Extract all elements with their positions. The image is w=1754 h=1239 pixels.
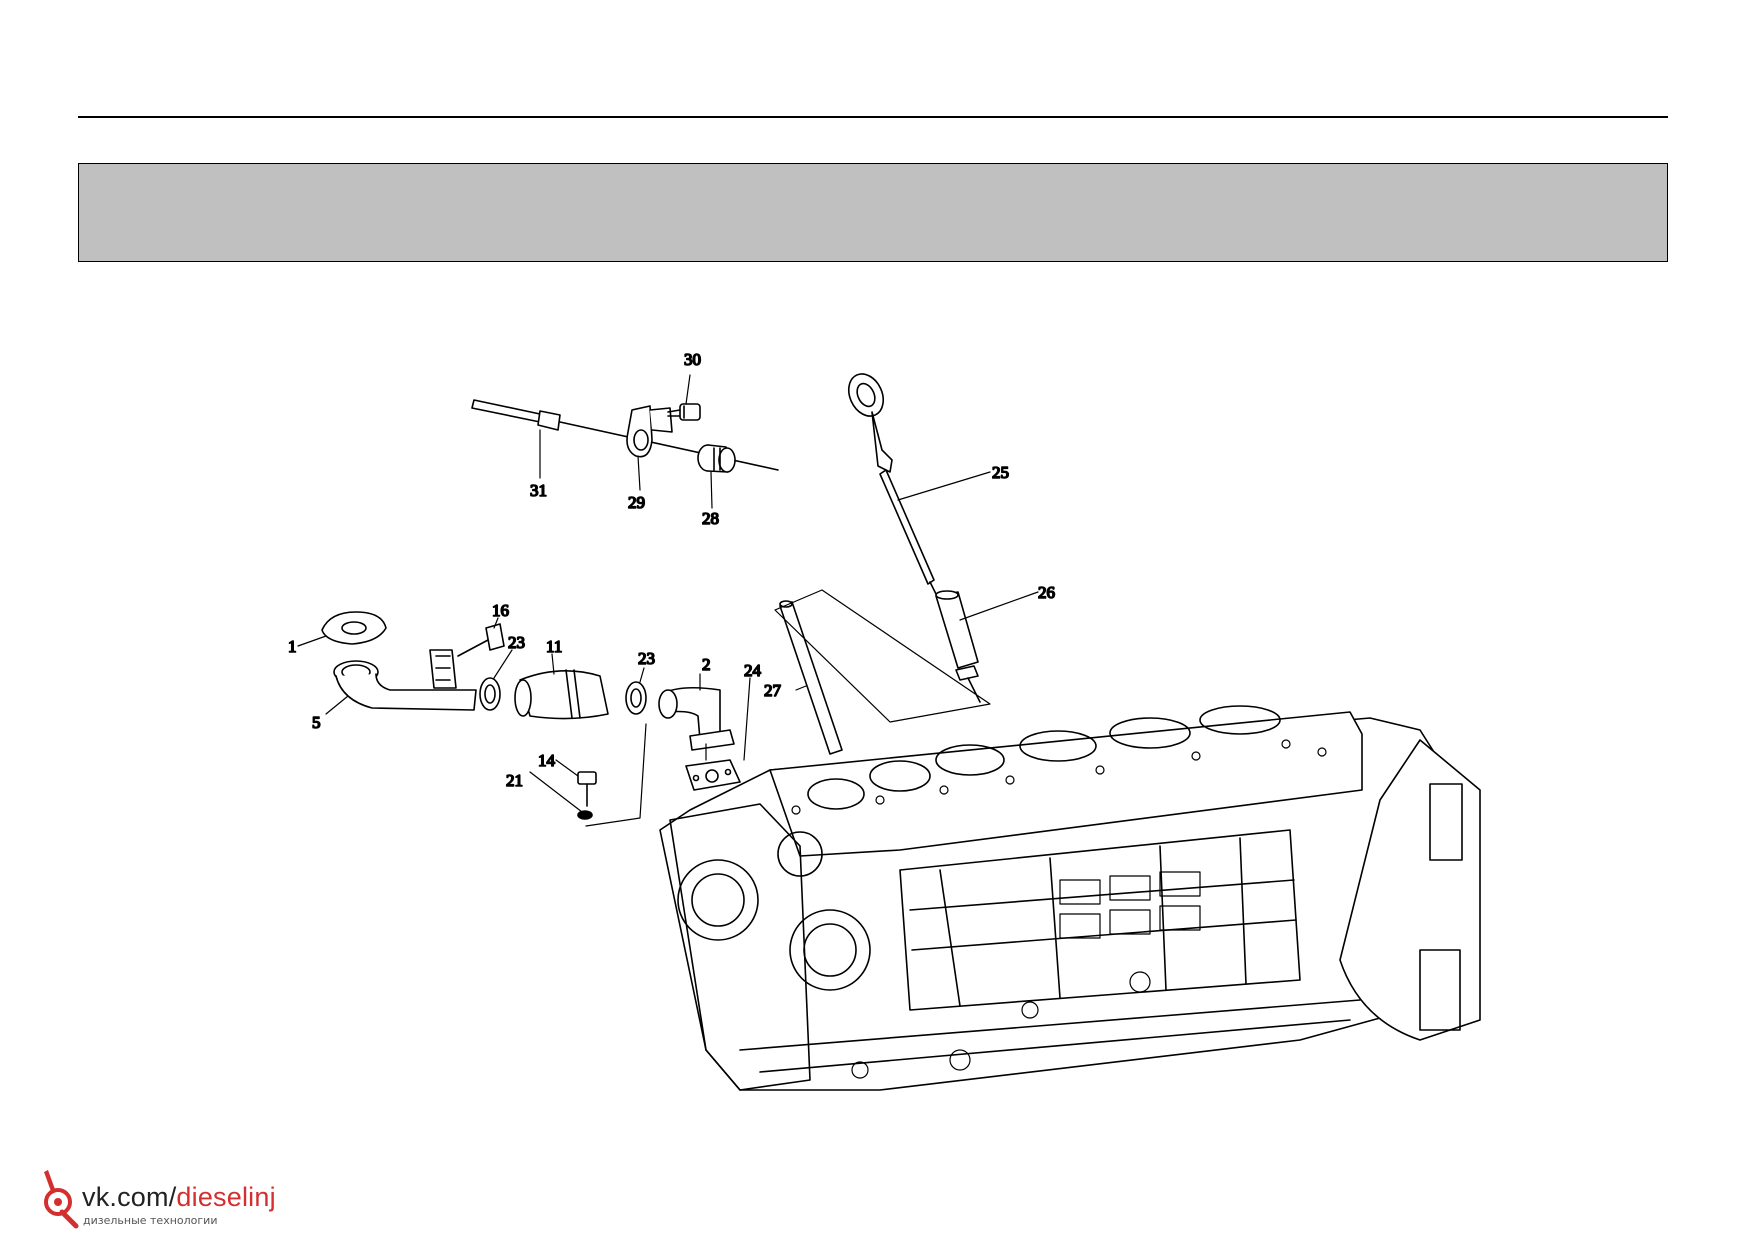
callout-label: 23 <box>638 649 655 668</box>
part-23b-clamp <box>625 681 647 715</box>
part-1-cap <box>321 611 387 645</box>
callout-label: 1 <box>288 637 297 656</box>
part-29-clamp <box>626 405 673 458</box>
callout-label: 28 <box>702 509 719 528</box>
callout-label: 2 <box>702 655 711 674</box>
part-23a-clamp <box>479 677 501 711</box>
callout-label: 11 <box>546 637 562 656</box>
part-30-screw <box>667 403 701 421</box>
part-31-rod <box>471 399 779 471</box>
callout-label: 26 <box>1038 583 1055 602</box>
part-24-gasket <box>685 759 741 791</box>
assembly-guide-lines <box>585 723 707 827</box>
part-25-dipstick <box>847 373 937 595</box>
watermark-prefix: vk.com/ <box>82 1182 177 1212</box>
part-5-pipe <box>333 649 477 711</box>
callout-label: 29 <box>628 493 645 512</box>
part-11-hose <box>514 669 609 720</box>
callout-label: 21 <box>506 771 523 790</box>
callout-label: 30 <box>684 350 701 369</box>
callout-label: 23 <box>508 633 525 652</box>
leader-lines <box>297 374 1039 813</box>
callout-label: 14 <box>538 751 556 770</box>
header-rule <box>78 116 1668 118</box>
watermark-link[interactable]: vk.com/dieselinj <box>82 1182 276 1213</box>
callout-label: 24 <box>744 661 762 680</box>
callout-label: 16 <box>492 601 509 620</box>
watermark-brand: dieselinj <box>176 1182 276 1212</box>
callout-label: 5 <box>312 713 321 732</box>
part-16-nut <box>457 623 505 657</box>
part-26-tube <box>935 590 981 703</box>
callout-label: 27 <box>764 681 782 700</box>
title-banner <box>78 163 1668 262</box>
part-2-elbow <box>658 686 735 751</box>
injector-logo-icon <box>44 1170 79 1229</box>
part-28-fitting <box>697 444 736 473</box>
part-21-washer <box>577 810 593 820</box>
callout-label: 31 <box>530 481 547 500</box>
watermark-subtitle: дизельные технологии <box>83 1214 218 1227</box>
engine-block <box>659 705 1481 1091</box>
part-14-bolt <box>577 771 597 807</box>
part-27-tube <box>774 589 991 755</box>
callout-label: 25 <box>992 463 1009 482</box>
